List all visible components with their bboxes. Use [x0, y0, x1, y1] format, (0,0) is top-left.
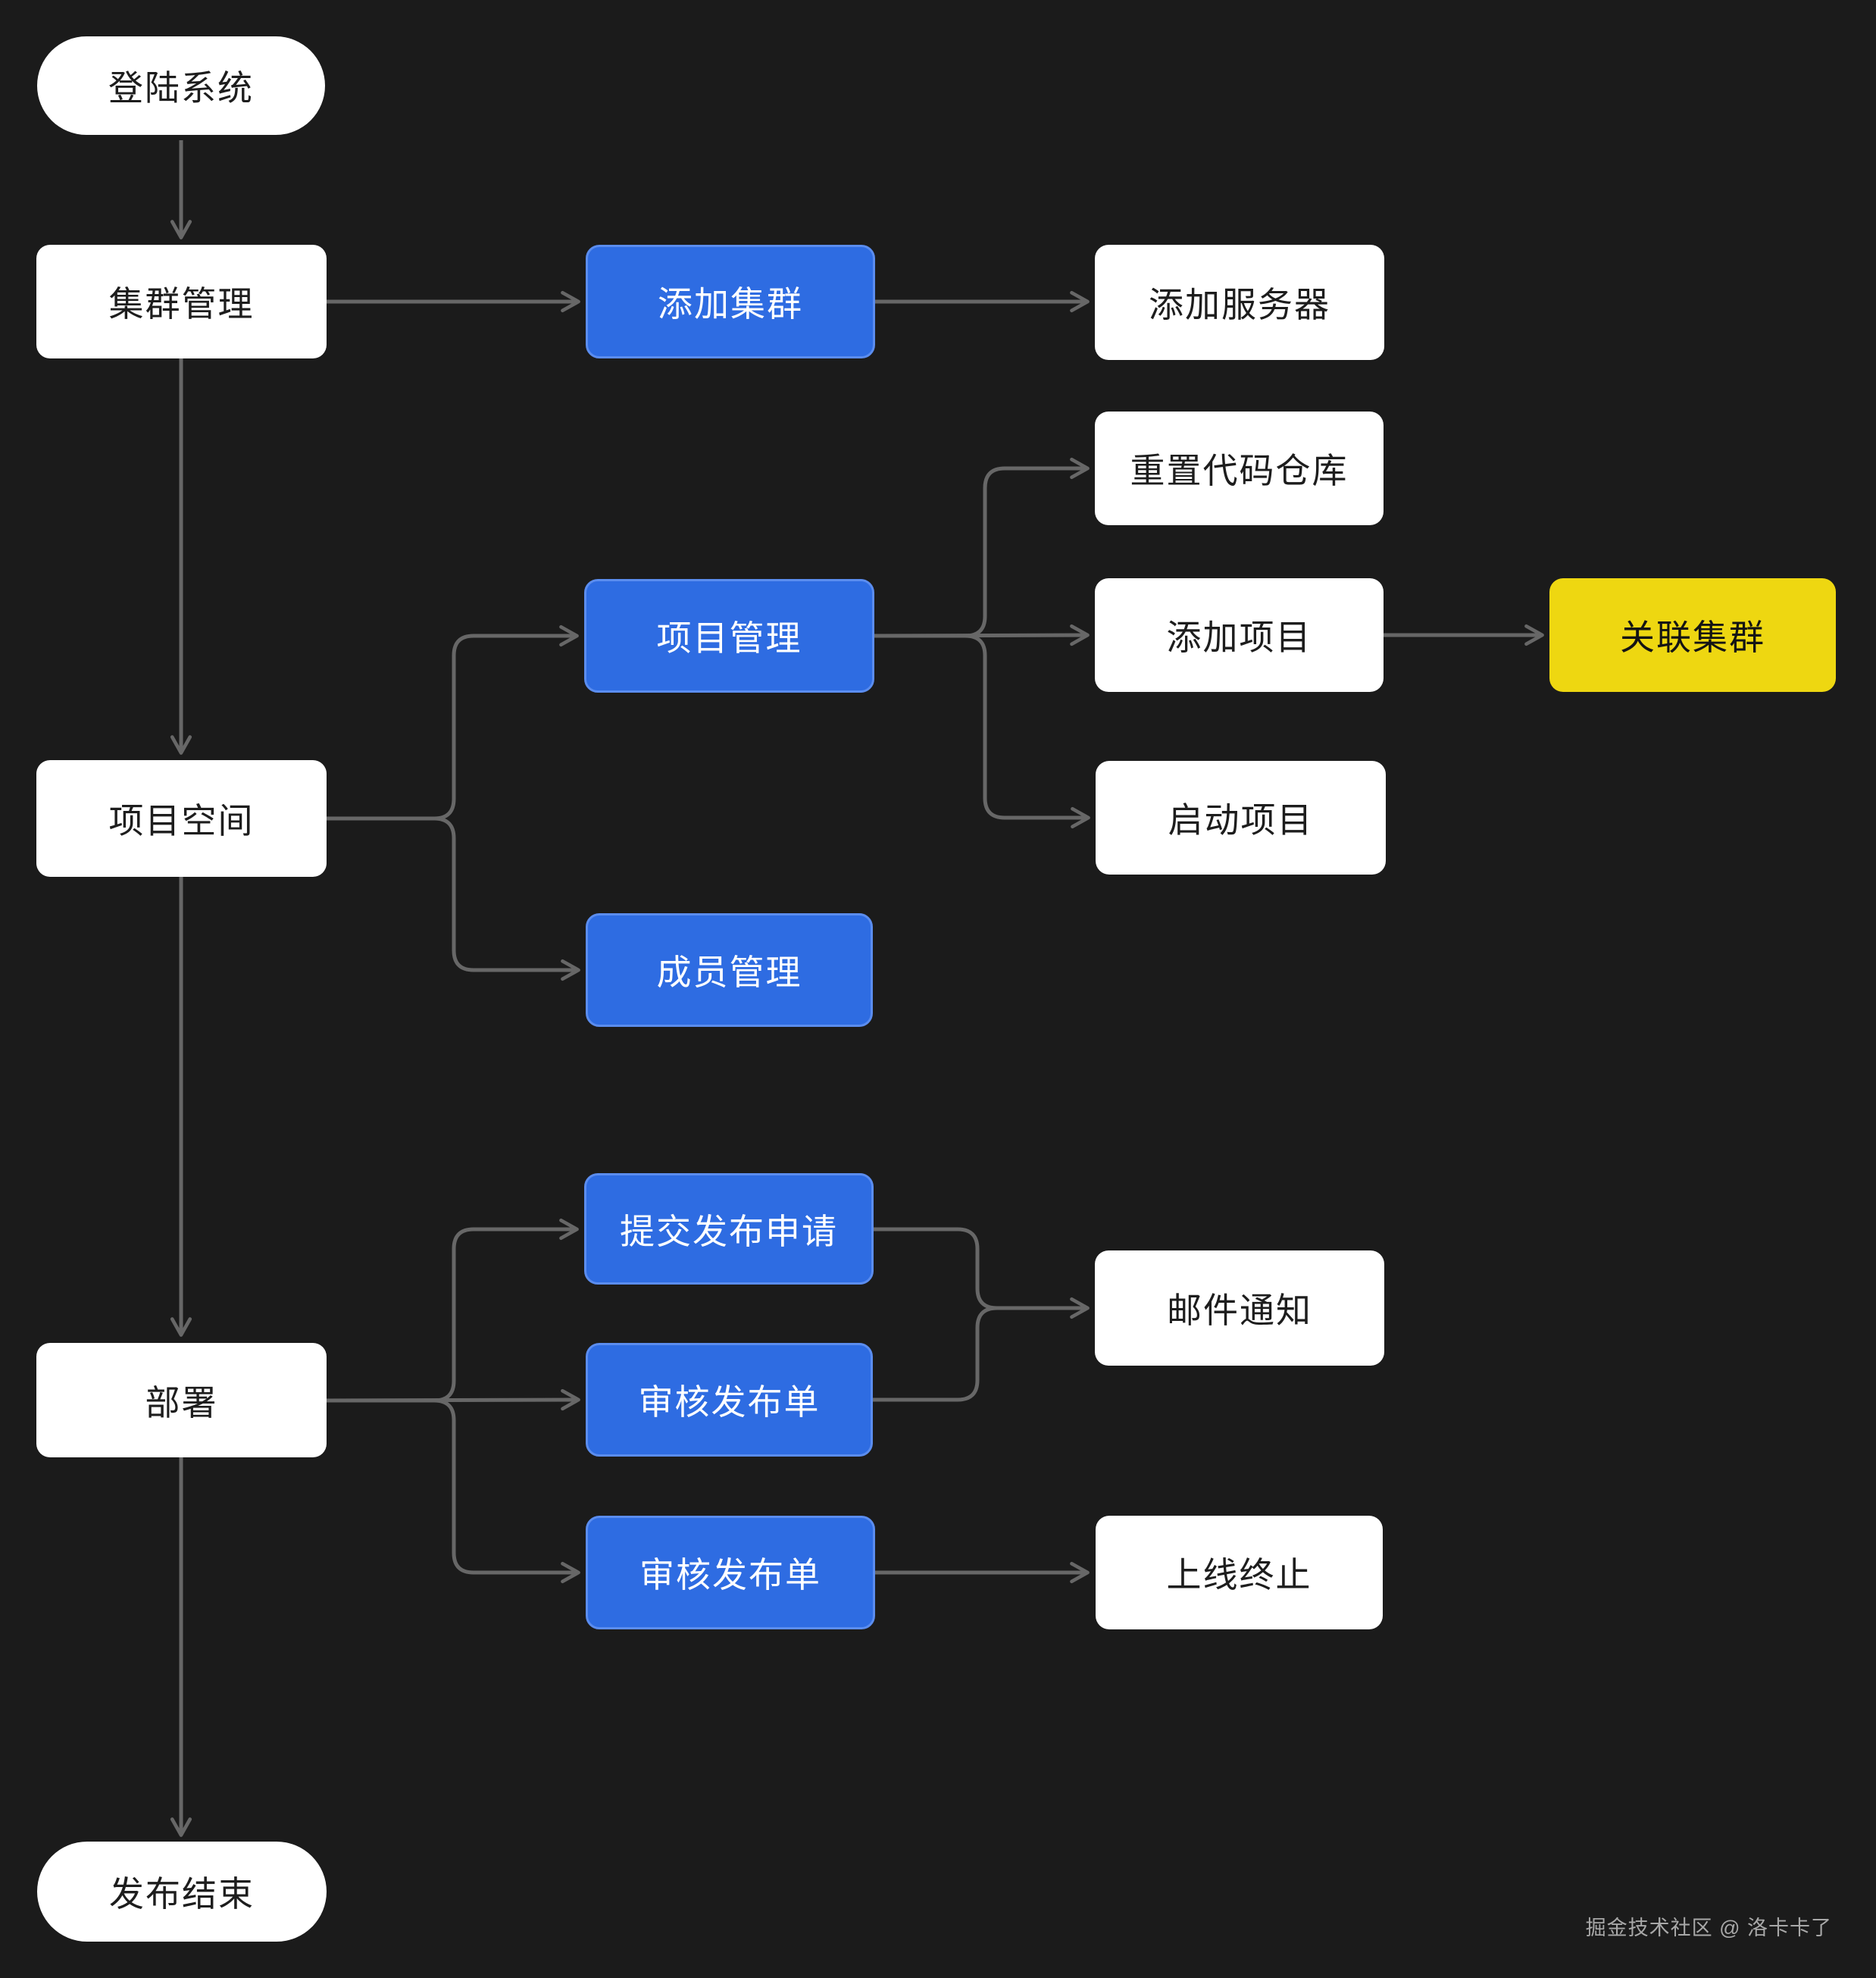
node-release-end[interactable]: 发布结束: [37, 1842, 327, 1942]
node-submit-release[interactable]: 提交发布申请: [584, 1173, 874, 1285]
node-label: 添加集群: [658, 284, 803, 324]
edge-project-space-member-mgmt: [327, 816, 580, 981]
node-login[interactable]: 登陆系统: [37, 36, 325, 135]
node-cluster-mgmt[interactable]: 集群管理: [36, 245, 327, 358]
node-label: 审核发布单: [638, 1382, 821, 1422]
node-label: 集群管理: [108, 284, 255, 324]
edge-review-release-1-email-notify: [873, 1306, 1087, 1402]
node-start-project[interactable]: 启动项目: [1096, 761, 1386, 875]
edge-submit-release-email-notify: [874, 1227, 1090, 1319]
node-label: 提交发布申请: [620, 1211, 838, 1251]
node-project-space[interactable]: 项目空间: [36, 760, 327, 877]
node-label: 关联集群: [1620, 618, 1765, 657]
node-reset-repo[interactable]: 重置代码仓库: [1095, 412, 1384, 525]
node-add-project[interactable]: 添加项目: [1095, 578, 1384, 692]
edge-project-mgmt-start-project: [874, 634, 1090, 829]
node-email-notify[interactable]: 邮件通知: [1095, 1250, 1384, 1366]
node-label: 项目管理: [656, 618, 802, 658]
node-add-cluster[interactable]: 添加集群: [586, 245, 875, 358]
edge-project-space-project-mgmt: [327, 624, 579, 821]
node-label: 成员管理: [656, 953, 802, 992]
node-project-mgmt[interactable]: 项目管理: [584, 579, 874, 693]
node-review-release-2[interactable]: 审核发布单: [586, 1516, 875, 1629]
node-label: 添加项目: [1166, 618, 1312, 657]
node-deploy[interactable]: 部署: [36, 1343, 327, 1457]
node-member-mgmt[interactable]: 成员管理: [586, 913, 873, 1027]
node-add-server[interactable]: 添加服务器: [1095, 245, 1384, 360]
node-label: 部署: [145, 1382, 218, 1422]
node-link-cluster[interactable]: 关联集群: [1549, 578, 1836, 692]
node-online-stop[interactable]: 上线终止: [1096, 1516, 1383, 1629]
node-label: 添加服务器: [1149, 285, 1330, 324]
node-label: 重置代码仓库: [1130, 451, 1349, 490]
node-label: 上线终止: [1166, 1555, 1312, 1595]
node-label: 邮件通知: [1167, 1291, 1312, 1330]
watermark: 掘金技术社区 @ 洛卡卡了: [1585, 1917, 1832, 1939]
edge-deploy-review-release-2: [327, 1398, 580, 1584]
node-label: 审核发布单: [639, 1555, 821, 1595]
node-review-release-1[interactable]: 审核发布单: [586, 1343, 873, 1457]
node-label: 登陆系统: [108, 68, 254, 108]
node-label: 发布结束: [109, 1874, 255, 1914]
node-label: 项目空间: [108, 801, 255, 840]
node-label: 启动项目: [1168, 800, 1314, 840]
